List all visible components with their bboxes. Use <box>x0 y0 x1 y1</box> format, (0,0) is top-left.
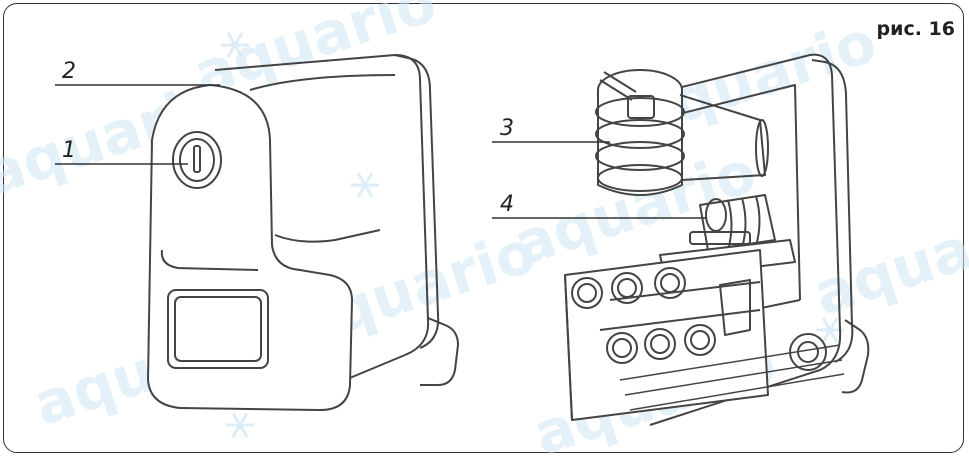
switch-front-window <box>167 289 269 369</box>
switch-side-tab <box>420 317 459 386</box>
large-spring <box>595 69 769 196</box>
callout-1: 1 <box>62 138 76 163</box>
switch-base-housing <box>649 53 842 426</box>
small-spring <box>689 194 776 251</box>
figure-label: рис. 16 <box>876 18 955 40</box>
callout-leaders <box>55 84 706 219</box>
callout-3: 3 <box>500 116 514 141</box>
figure-frame <box>3 3 964 453</box>
open-pressure-switch <box>564 53 870 426</box>
svg-text:aquario: aquario <box>806 187 969 329</box>
callout-2: 2 <box>62 59 76 84</box>
terminal-block <box>564 249 769 421</box>
adjustment-screw <box>172 131 222 189</box>
closed-pressure-switch <box>147 54 459 411</box>
callout-4: 4 <box>500 192 514 217</box>
cable-gland <box>789 333 827 371</box>
switch-base-lower-tab <box>841 319 870 394</box>
